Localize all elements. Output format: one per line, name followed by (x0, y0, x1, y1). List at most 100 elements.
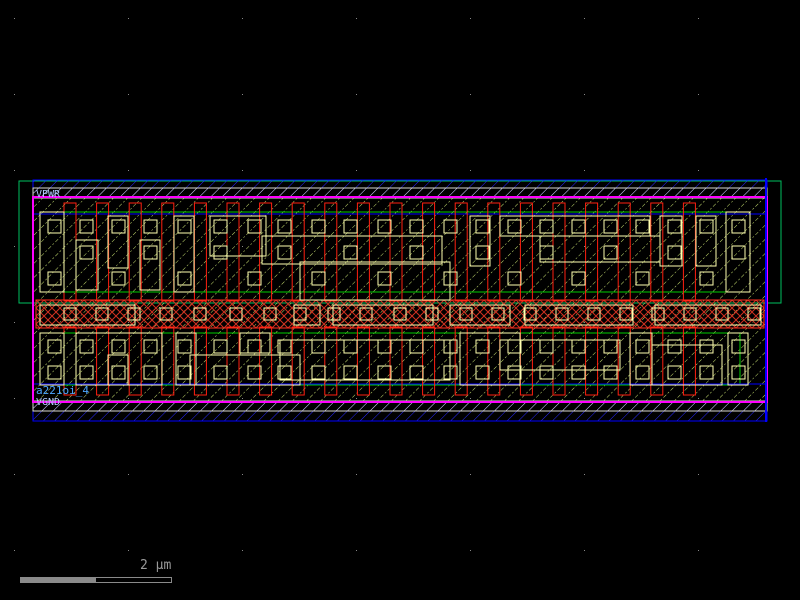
poly-gate-top (96, 202, 110, 302)
contact (343, 245, 358, 260)
contact (539, 219, 554, 234)
contact (79, 219, 94, 234)
poly-contact (193, 307, 207, 321)
contact (571, 339, 586, 354)
contact (47, 339, 62, 354)
poly-contact (127, 307, 141, 321)
poly-gate-bottom (96, 326, 110, 396)
poly-gate-top (585, 202, 599, 302)
li-shape (725, 211, 751, 293)
grid-dot (584, 550, 585, 551)
contact (603, 339, 618, 354)
contact (213, 365, 228, 380)
li-shape (39, 304, 136, 326)
poly-gate-top (617, 202, 631, 302)
contact (409, 245, 424, 260)
grid-dot (128, 170, 129, 171)
grid-dot (356, 474, 357, 475)
poly-gate-top (259, 202, 273, 302)
contact (247, 365, 262, 380)
contact (143, 339, 158, 354)
li-shape (727, 332, 749, 386)
li-shape (524, 304, 634, 326)
grid-dot (14, 550, 15, 551)
contacts (47, 219, 761, 380)
poly-gate-top (487, 202, 501, 302)
poly-gate-top (650, 202, 664, 302)
contact (635, 365, 650, 380)
grid-dot (584, 18, 585, 19)
contact (667, 365, 682, 380)
poly-gate-top (324, 202, 338, 302)
local-interconnect (39, 211, 762, 386)
contact (475, 339, 490, 354)
contact (277, 219, 292, 234)
contact (443, 219, 458, 234)
poly-contact (747, 307, 761, 321)
vgnd-label[interactable]: VGND (36, 397, 60, 408)
poly-contact (651, 307, 665, 321)
poly-contact (683, 307, 697, 321)
contact (177, 271, 192, 286)
contact (213, 219, 228, 234)
li-shape (469, 215, 491, 267)
poly-gate-top (682, 202, 696, 302)
poly-contact (229, 307, 243, 321)
contact (507, 219, 522, 234)
li-shape (139, 239, 161, 291)
li-shape (695, 215, 717, 267)
poly-contact (555, 307, 569, 321)
li-shape (299, 261, 451, 301)
cell-name-label[interactable]: a221oi_4 (36, 384, 89, 397)
contact (311, 219, 326, 234)
contact (177, 219, 192, 234)
li-shape (173, 215, 195, 293)
grid-dot (14, 170, 15, 171)
poly-contact (359, 307, 373, 321)
poly-gate-bottom (193, 326, 207, 396)
contact (475, 219, 490, 234)
poly-contact (587, 307, 601, 321)
contact (667, 219, 682, 234)
li-shape (499, 339, 621, 371)
grid-dot (14, 474, 15, 475)
contact (343, 339, 358, 354)
poly-gate-top (128, 202, 142, 302)
li-shape (654, 304, 762, 326)
poly-contact (159, 307, 173, 321)
grid-dot (242, 18, 243, 19)
poly-contact (715, 307, 729, 321)
poly-contact (293, 307, 307, 321)
contact (409, 339, 424, 354)
contact (571, 271, 586, 286)
grid-dot (470, 550, 471, 551)
contact (507, 339, 522, 354)
poly-contact (425, 307, 439, 321)
contact (111, 339, 126, 354)
poly-gate-bottom (682, 326, 696, 396)
contact (731, 365, 746, 380)
poly-contact (327, 307, 341, 321)
li-shape (332, 304, 434, 326)
scale-bar (20, 577, 172, 583)
grid-dot (470, 94, 471, 95)
grid-dot (356, 18, 357, 19)
li-shape (107, 354, 129, 386)
contact (213, 339, 228, 354)
contact (47, 271, 62, 286)
scale-bar-label: 2 μm (140, 558, 172, 573)
contact (247, 219, 262, 234)
contact (443, 339, 458, 354)
grid-dot (584, 474, 585, 475)
grid-dot (356, 94, 357, 95)
grid-dot (128, 474, 129, 475)
contact (507, 271, 522, 286)
poly-gate-bottom (389, 326, 403, 396)
contact (667, 339, 682, 354)
contact (409, 365, 424, 380)
poly-gate-top (291, 202, 305, 302)
grid-dot (14, 94, 15, 95)
poly-gate-bottom (291, 326, 305, 396)
vpwr-label[interactable]: VPWR (36, 189, 61, 200)
